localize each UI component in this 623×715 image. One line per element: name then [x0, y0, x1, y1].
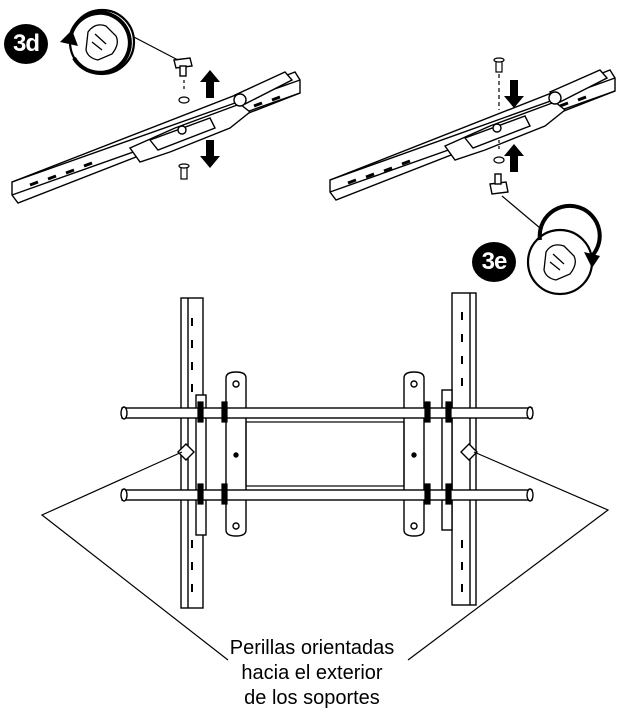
step-badge-3d: 3d — [4, 24, 48, 64]
caption: Perillas orientadas hacia el exterior de… — [206, 636, 418, 711]
rotate-clockwise-icon — [526, 203, 602, 296]
clamp-bracket-3d — [128, 71, 294, 163]
bottom-horizontal-bar — [120, 488, 534, 502]
knob-3e — [489, 173, 509, 195]
washer-3d — [178, 80, 190, 104]
knob-3d — [173, 57, 193, 77]
center-frame — [245, 421, 405, 487]
top-horizontal-bar — [120, 406, 534, 420]
clamp-bracket-3e — [443, 69, 609, 161]
arrows-3e — [504, 80, 524, 172]
caption-line-1: Perillas orientadas — [229, 637, 395, 659]
step-badge-3e: 3e — [472, 242, 516, 282]
bolt-3d — [178, 163, 190, 180]
caption-line-3: de los soportes — [244, 687, 380, 709]
hand-tighten-icon — [85, 24, 118, 61]
wall-plate-right — [403, 371, 425, 537]
bolt-3e — [493, 57, 505, 110]
knob-left — [177, 443, 195, 461]
knob-right — [460, 443, 478, 461]
washer-3e — [493, 140, 505, 164]
caption-line-2: hacia el exterior — [241, 662, 383, 684]
callout-lines — [40, 451, 610, 661]
hand-tighten-icon — [543, 244, 576, 281]
rotate-counterclockwise-icon — [60, 8, 136, 76]
arrows-3d — [200, 70, 220, 168]
bar-clamps — [197, 401, 452, 505]
wall-plate-left — [225, 371, 247, 537]
